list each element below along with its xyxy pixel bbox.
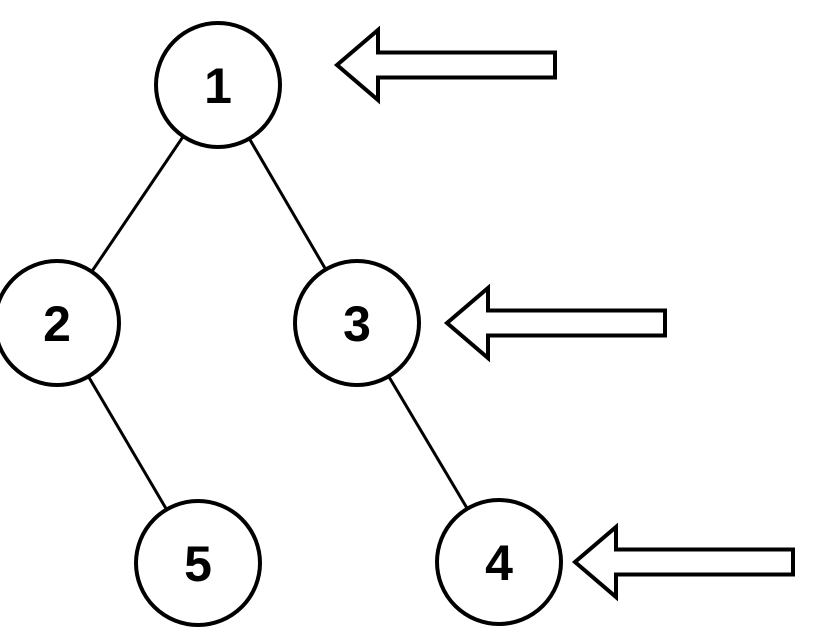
tree-node-label-4: 4 — [485, 535, 513, 591]
tree-node-circle-1 — [154, 21, 282, 149]
left-arrow-icon-pointing-n3 — [443, 283, 667, 363]
left-arrow-icon-pointing-n1 — [333, 25, 557, 105]
tree-node-circle-3 — [293, 259, 421, 387]
tree-node-label-5: 5 — [184, 536, 212, 592]
tree-node-circle-2 — [0, 259, 121, 387]
tree-node-label-1: 1 — [204, 58, 232, 114]
left-arrow-icon-pointing-n4 — [571, 522, 795, 602]
tree-node-circle-5 — [134, 499, 262, 627]
tree-node-label-3: 3 — [343, 296, 371, 352]
tree-node-label-2: 2 — [43, 296, 71, 352]
tree-node-circle-4 — [435, 498, 563, 626]
